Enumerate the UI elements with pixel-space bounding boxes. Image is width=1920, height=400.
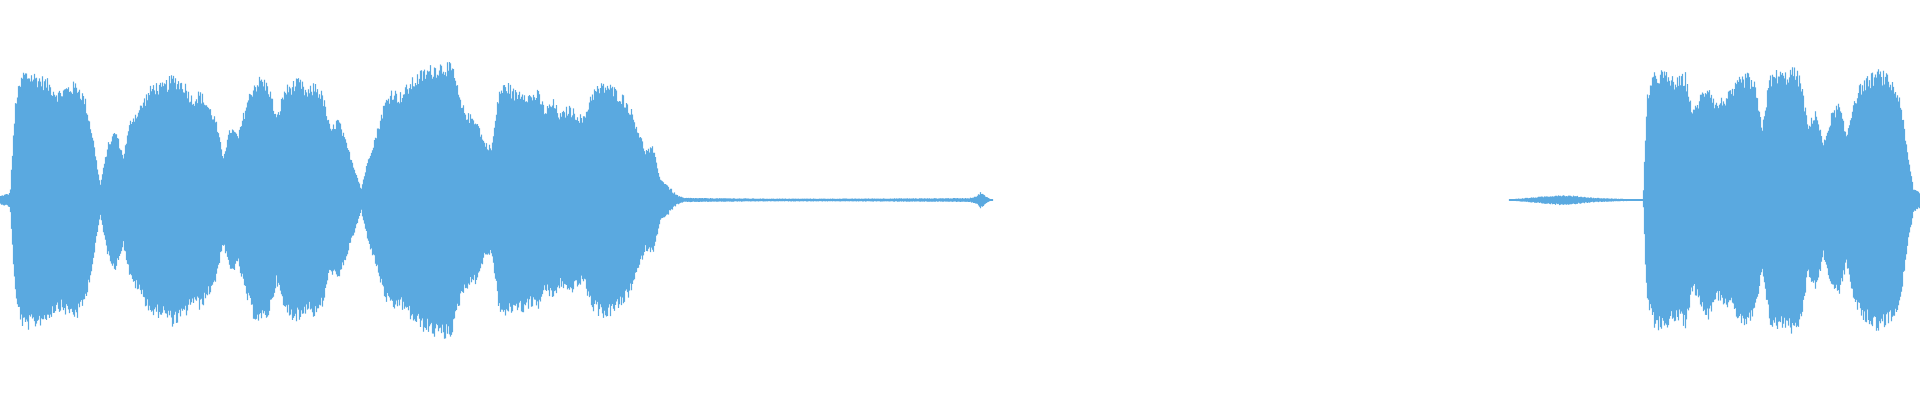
waveform-samples bbox=[0, 62, 1920, 339]
